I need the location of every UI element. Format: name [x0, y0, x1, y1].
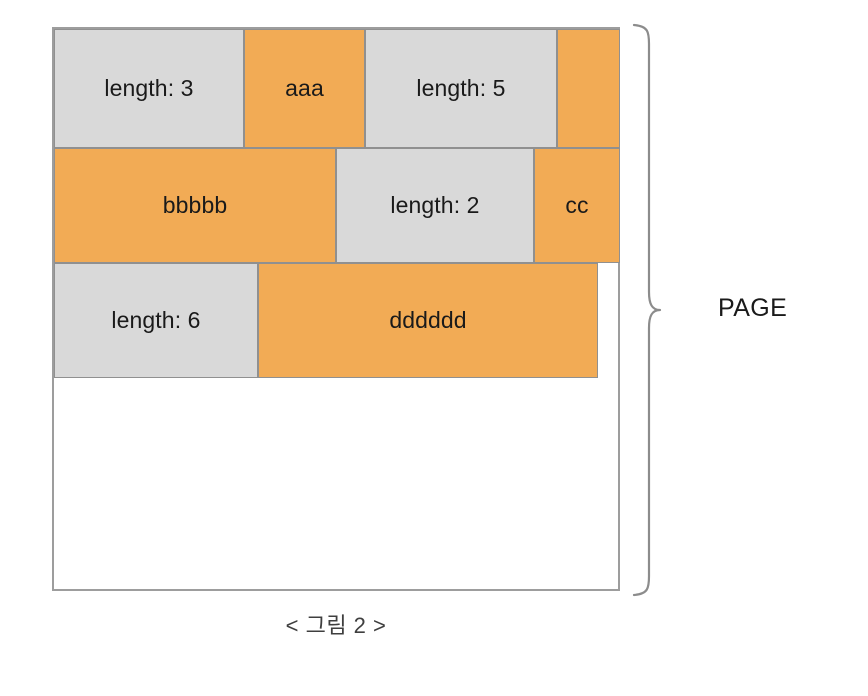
slot-length-cell: length: 6: [54, 263, 258, 378]
slot-length-cell: length: 2: [336, 148, 534, 263]
record-data-cell: bbbbb: [54, 148, 336, 263]
record-data-cell: dddddd: [258, 263, 598, 378]
record-data-cell: cc: [534, 148, 620, 263]
record-data-cell: [557, 29, 620, 148]
page-brace: [632, 22, 662, 598]
slot-length-cell: length: 3: [54, 29, 244, 148]
page-label: PAGE: [718, 294, 788, 322]
slot-length-cell: length: 5: [365, 29, 557, 148]
record-data-cell: aaa: [244, 29, 365, 148]
figure-caption: < 그림 2 >: [285, 613, 387, 638]
